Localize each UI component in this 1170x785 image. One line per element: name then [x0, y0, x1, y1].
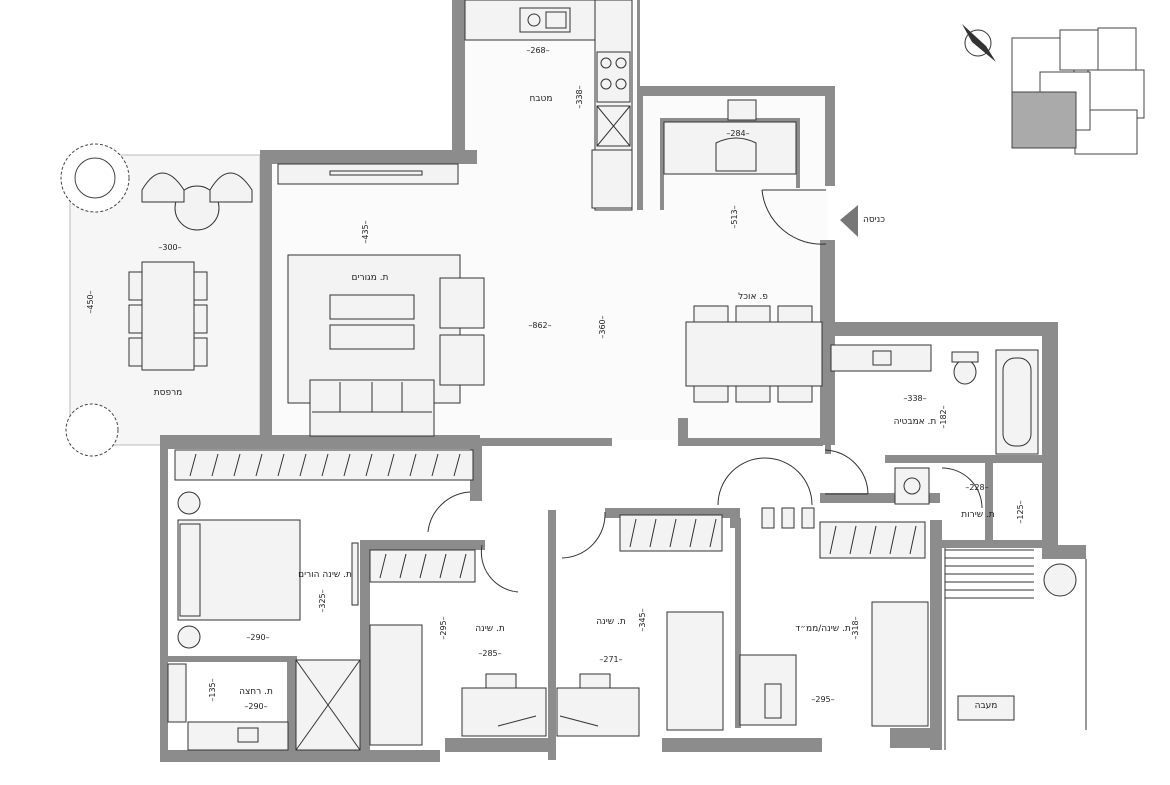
label-dining: פ. אוכל: [738, 292, 768, 302]
dim-entry-h: –513–: [730, 205, 739, 228]
shower-furniture: [167, 659, 361, 751]
label-entrance: כניסה: [863, 215, 885, 225]
dim-shower-h: –135–: [208, 678, 217, 701]
dim-bed1-h: –295–: [439, 616, 448, 639]
walls: [160, 0, 1086, 762]
bath-furniture: [824, 344, 1039, 509]
plant-icon: [65, 403, 119, 457]
dim-bath-h: –182–: [939, 405, 948, 428]
label-mamad: ת. שינה/ממ״ד: [795, 624, 851, 634]
master-furniture: [174, 449, 474, 649]
stove-icon: [596, 51, 631, 103]
label-balcony: מרפסת: [154, 388, 183, 398]
label-bedroom1: ת. שינה: [475, 624, 505, 634]
toilet-icon: [953, 359, 977, 385]
label-kitchen: מטבח: [529, 94, 552, 104]
label-master: ת. שינה הורים: [298, 570, 352, 580]
dim-bed2-h: –345–: [638, 608, 647, 631]
plant-icon: [60, 143, 130, 213]
entry-furniture: [663, 99, 858, 245]
dim-balcony-w: –300–: [158, 243, 181, 252]
label-service: ת. שירות: [961, 510, 995, 520]
dim-shower-w: –290–: [244, 702, 267, 711]
label-living: ת. מגורים: [352, 273, 389, 283]
dim-kitchen-h: –338–: [575, 85, 584, 108]
mamad-furniture: [717, 457, 929, 727]
dim-living-h: –360–: [598, 315, 607, 338]
bathtub-icon: [995, 349, 1039, 455]
label-shower: ת. רחצה: [239, 687, 273, 697]
living-furniture: [287, 254, 485, 437]
dimension-labels: –268– –338– –284– –513– –300– –450– –435…: [86, 46, 1025, 711]
bedroom1-furniture: [369, 544, 547, 746]
key-plan: [1011, 27, 1145, 155]
dim-balcony-h: –450–: [86, 290, 95, 313]
compass-icon: [962, 24, 996, 62]
passage-furniture: [944, 548, 1087, 750]
dining-furniture: [685, 305, 823, 403]
label-bedroom2: ת. שינה: [596, 617, 626, 627]
dim-master-w: –290–: [246, 633, 269, 642]
bedroom2-furniture: [556, 511, 724, 737]
dim-service-h: –125–: [1016, 500, 1025, 523]
dim-master-h: –325–: [318, 589, 327, 612]
dim-mamad-h: –318–: [851, 616, 860, 639]
kitchen-furniture: [277, 0, 633, 211]
entrance-arrow-icon: [840, 205, 858, 237]
elevator-icon: [1043, 563, 1077, 597]
room-labels: מטבח ת. מגורים מרפסת פ. אוכל כניסה ת. אמ…: [154, 94, 998, 711]
dim-bed2-w: –271–: [599, 655, 622, 664]
dim-entry-w: –284–: [726, 129, 749, 138]
dim-living-len: –862–: [528, 321, 551, 330]
label-bath: ת. אמבטיה: [894, 417, 937, 427]
dim-service-w: –228–: [965, 483, 988, 492]
balcony-furniture: [60, 143, 253, 457]
dim-kitchen-w: –268–: [526, 46, 549, 55]
label-passage: מעבה: [975, 701, 998, 711]
dim-bath-w: –338–: [903, 394, 926, 403]
dim-bed1-w: –285–: [478, 649, 501, 658]
dim-living-top: –435–: [361, 220, 370, 243]
dim-mamad-w: –295–: [811, 695, 834, 704]
